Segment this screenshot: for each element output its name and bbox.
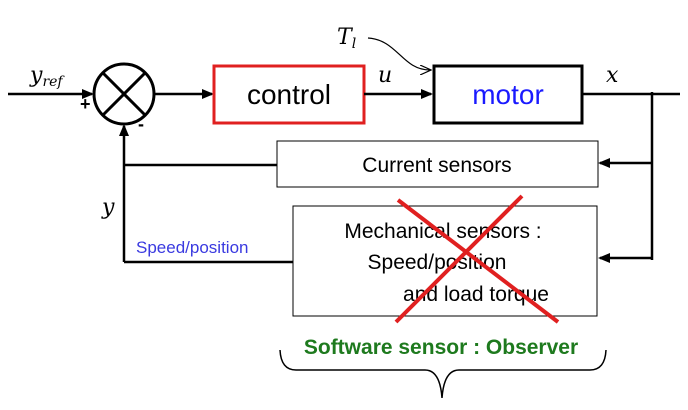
x-label: x — [606, 63, 619, 88]
motor-block — [432, 64, 584, 125]
tl-label: Tl — [337, 25, 356, 52]
observer-brace — [279, 349, 607, 399]
mechanical-sensors-line-1: Mechanical sensors : — [344, 220, 541, 243]
mechanical-sensors-line-2: Speed/position — [368, 251, 507, 274]
control-label: control — [247, 79, 331, 110]
y-ref-label: yref — [29, 63, 65, 90]
motor-label: motor — [472, 79, 544, 110]
load-torque-arrow — [367, 37, 430, 70]
y-label: y — [101, 195, 115, 220]
summing-junction — [92, 62, 156, 126]
mechanical-sensors-block — [292, 205, 598, 317]
minus-sign: - — [138, 114, 144, 134]
software-sensor-label: Software sensor : Observer — [304, 336, 578, 359]
control-block — [212, 64, 366, 125]
current-sensors-block — [276, 140, 599, 188]
removed-sensor-cross — [394, 194, 560, 324]
feedback-speed-position-label: Speed/position — [136, 238, 248, 257]
plus-sign: + — [80, 94, 91, 114]
u-label: u — [378, 63, 392, 88]
current-sensors-label: Current sensors — [362, 154, 511, 177]
